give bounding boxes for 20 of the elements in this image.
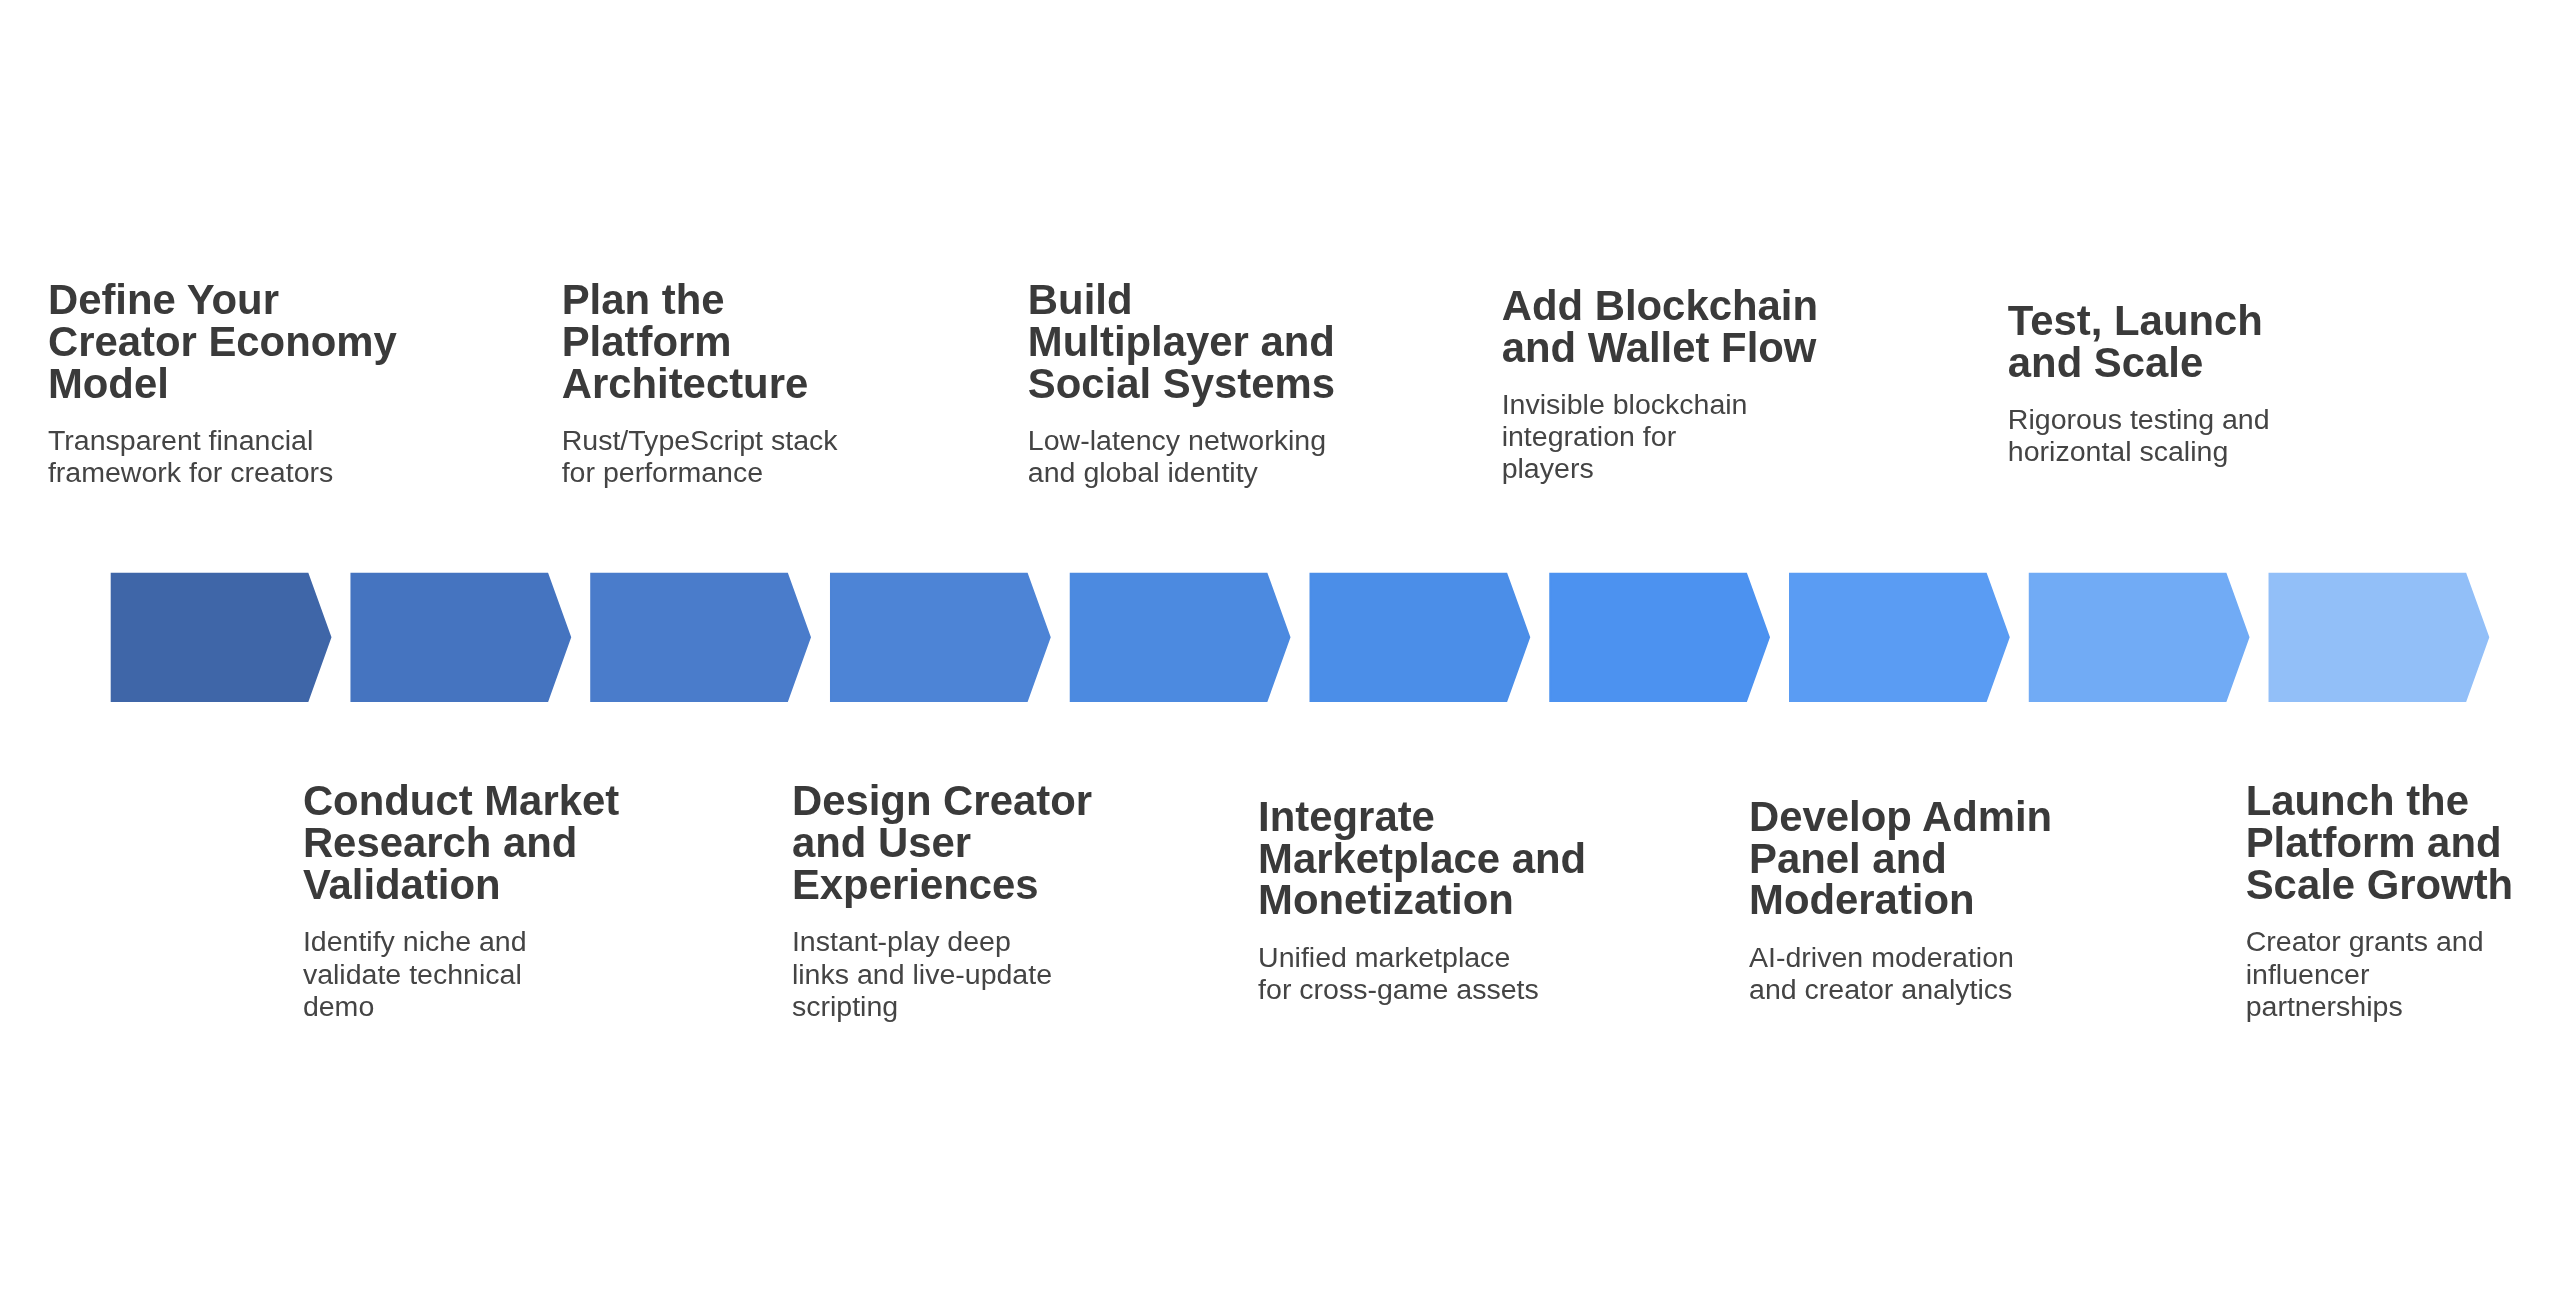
node-text: Conduct Market Research and Validation Identify niche and validate technical demo [302, 776, 620, 1022]
node-chevron [590, 572, 811, 702]
node-text: Plan the Platform Architecture Rust/TypeScript stack for performance [561, 275, 838, 488]
node-text: Define Your Creator Economy Model Transparent financial framework for creators [47, 275, 397, 488]
node-chevron [829, 572, 1051, 702]
node-chevron [110, 572, 332, 702]
node-chevron [1069, 572, 1291, 702]
node-text: Integrate Marketplace and Monetization Unified marketplace for cross-game assets [1258, 792, 1587, 1005]
node-text: Test, Launch and Scale Rigorous testing and horizontal scaling [2007, 296, 2270, 467]
node-text: Design Creator and User Experiences Instant-play deep links and live-update scripting [791, 776, 1092, 1022]
node-text: Develop Admin Panel and Moderation AI-driven moderation and creator analytics [1749, 792, 2053, 1005]
node-chevron [2028, 572, 2250, 702]
node-chevron [350, 572, 572, 702]
node-chevron [1309, 572, 1531, 702]
node-chevron [1789, 572, 2010, 702]
node-chevron [1549, 572, 1771, 702]
node-chevron [2268, 572, 2490, 702]
node-text: Launch the Platform and Scale Growth Creator grants and influencer partnerships [2245, 776, 2514, 1022]
node-text: Build Multiplayer and Social Systems Low-latency networking and global identity [1027, 275, 1336, 488]
node-text: Add Blockchain and Wallet Flow Invisible blockchain integration for players [1501, 281, 1819, 484]
